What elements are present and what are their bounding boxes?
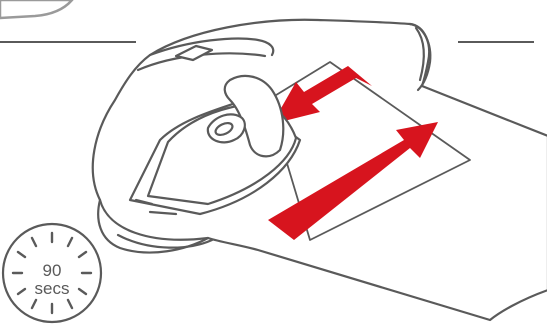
timer-unit: secs: [35, 279, 70, 298]
timer-icon: 90 secs: [3, 224, 101, 322]
corner-tab: [0, 0, 72, 18]
timer-value: 90: [43, 261, 62, 280]
